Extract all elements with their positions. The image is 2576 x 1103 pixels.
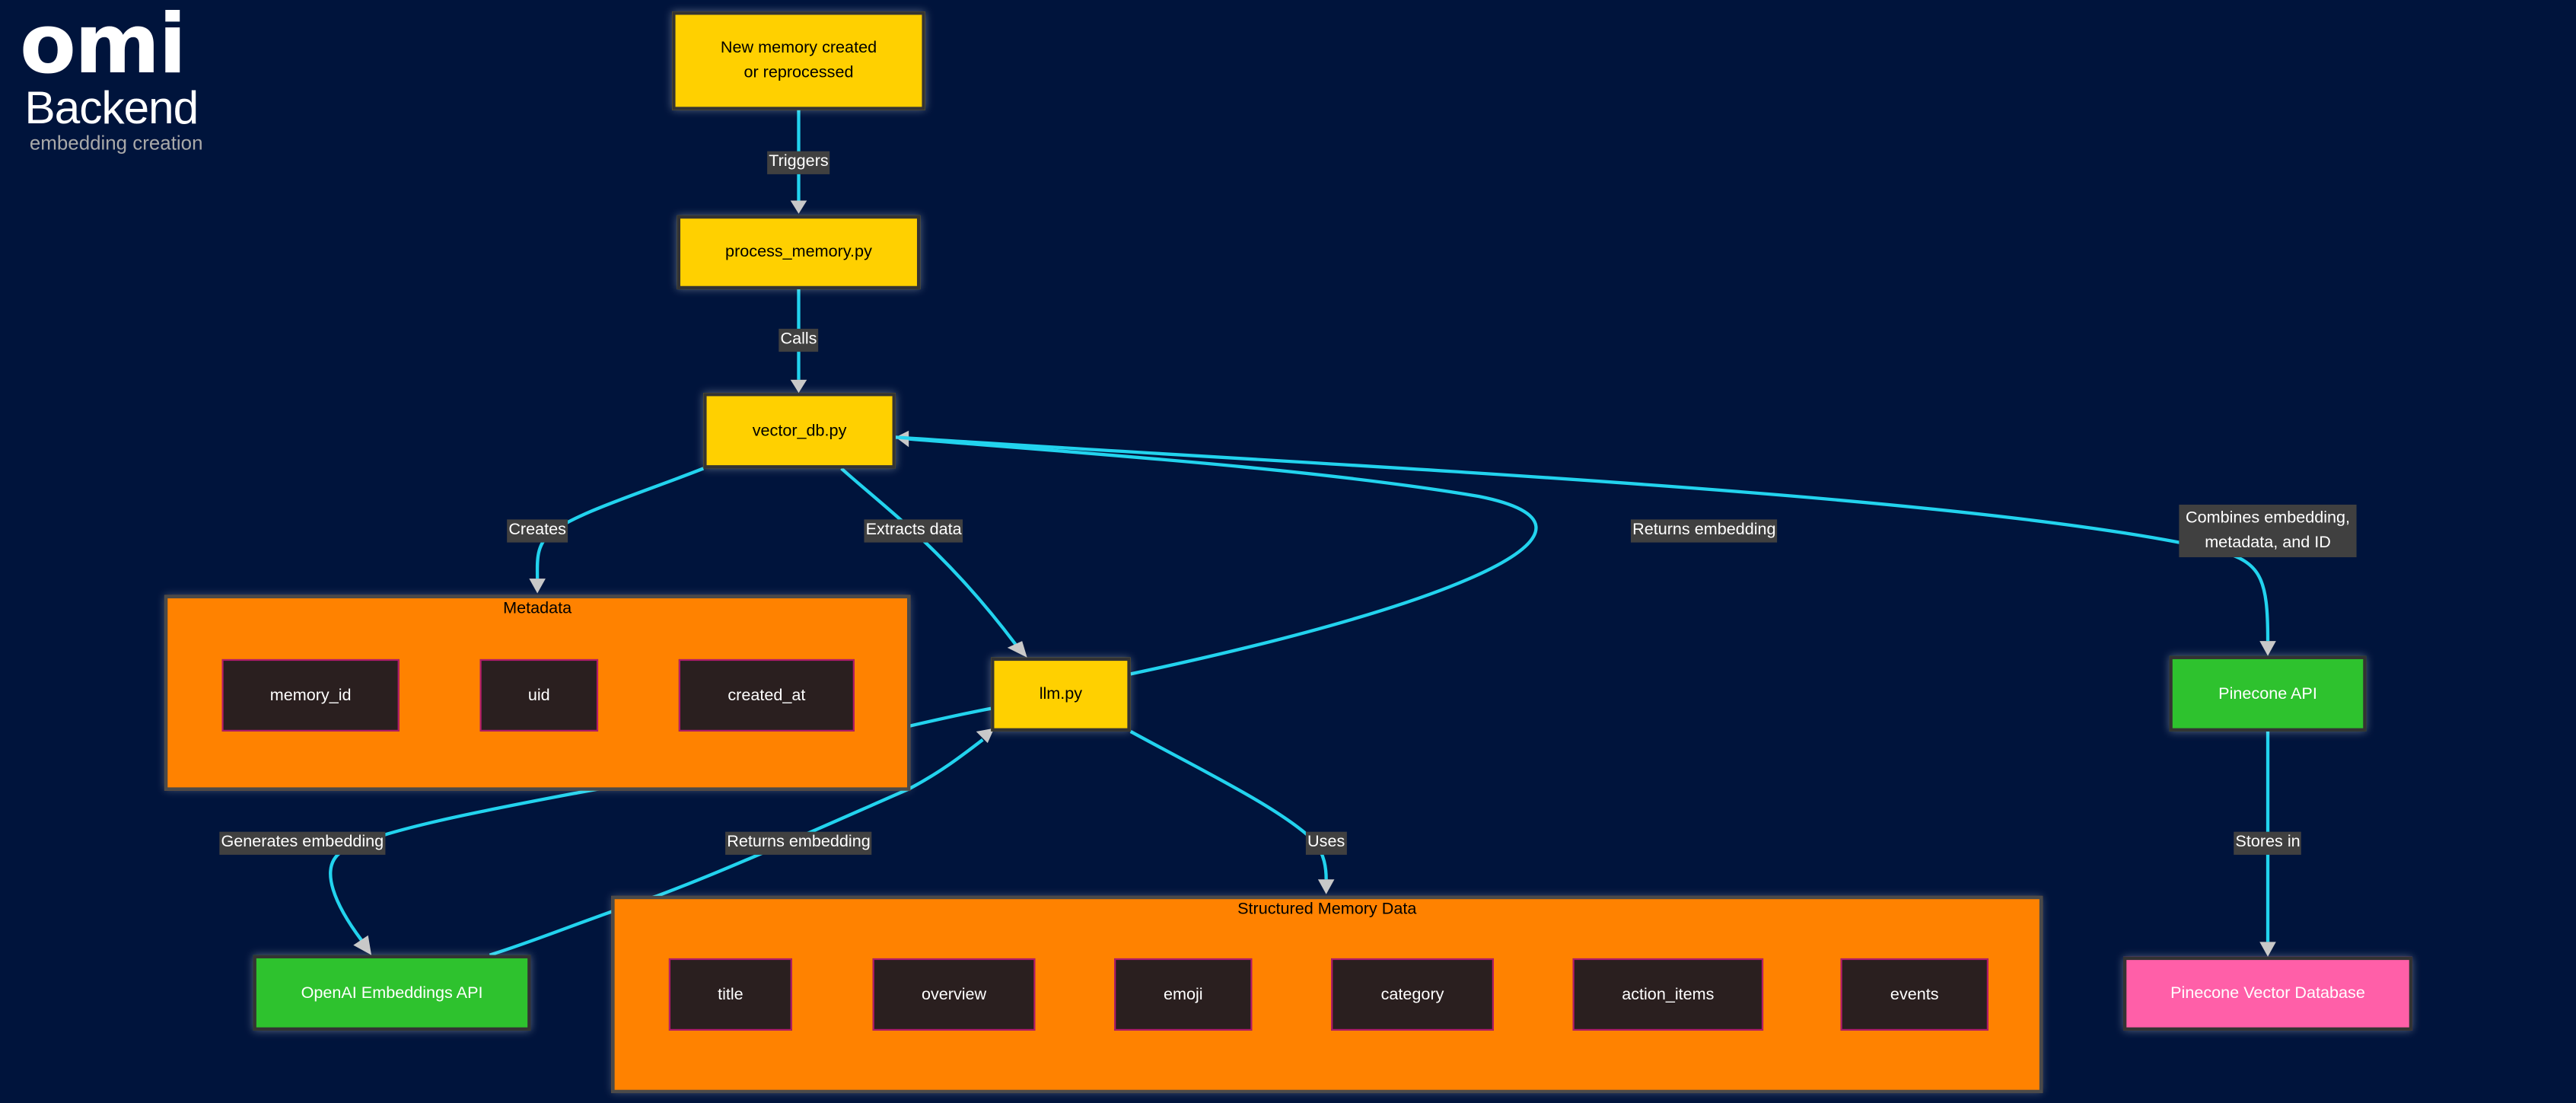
edge-label-returns-embedding-top: Returns embedding <box>1630 519 1778 543</box>
node-new-memory: New memory created or reprocessed <box>672 11 925 110</box>
node-process-memory: process_memory.py <box>677 215 921 290</box>
logo-tagline: embedding creation <box>29 131 203 155</box>
field-overview: overview <box>872 958 1036 1031</box>
node-pinecone-api: Pinecone API <box>2169 655 2367 732</box>
field-uid: uid <box>479 658 599 732</box>
arrowhead-generates-embedding <box>353 935 372 955</box>
edge-label-returns-embedding-bottom: Returns embedding <box>725 831 872 855</box>
arrowhead-creates <box>529 579 546 594</box>
edge-returns-embedding-top <box>908 437 1538 676</box>
arrowhead-stores-in <box>2259 942 2276 957</box>
edge-label-triggers: Triggers <box>767 151 830 174</box>
arrowhead-extracts-data <box>1007 641 1027 658</box>
field-created-at: created_at <box>678 658 855 732</box>
edge-label-calls: Calls <box>779 328 819 352</box>
metadata-group: Metadata memory_id uid created_at <box>164 595 911 791</box>
arrowhead-returns-embedding-bottom <box>976 728 995 744</box>
field-action-items: action_items <box>1572 958 1764 1031</box>
edge-label-extracts-data: Extracts data <box>864 519 963 543</box>
edge-combines <box>895 435 2270 642</box>
edge-returns-embedding-bottom <box>489 738 984 957</box>
node-openai-embeddings-api: OpenAI Embeddings API <box>253 955 531 1031</box>
field-category: category <box>1331 958 1494 1031</box>
edge-label-creates: Creates <box>507 519 568 543</box>
field-events: events <box>1840 958 1989 1031</box>
field-memory-id: memory_id <box>221 658 400 732</box>
field-emoji: emoji <box>1114 958 1253 1031</box>
metadata-group-title: Metadata <box>503 600 572 618</box>
arrowhead-calls <box>790 379 807 394</box>
structured-memory-group-title: Structured Memory Data <box>1237 901 1417 920</box>
logo-product: Backend <box>24 81 199 133</box>
edge-uses <box>1129 730 1328 880</box>
structured-memory-group: Structured Memory Data title overview em… <box>611 895 2043 1094</box>
edge-label-generates-embedding: Generates embedding <box>219 831 386 855</box>
edge-label-stores-in: Stores in <box>2234 831 2302 855</box>
node-vector-db: vector_db.py <box>703 393 896 469</box>
arrowhead-triggers <box>790 200 807 214</box>
edge-label-uses: Uses <box>1305 831 1347 855</box>
arrowhead-uses <box>1317 879 1335 894</box>
node-llm: llm.py <box>991 657 1131 732</box>
edge-label-combines: Combines embedding, metadata, and ID <box>2179 504 2357 558</box>
field-title: title <box>668 958 792 1031</box>
node-pinecone-vector-database: Pinecone Vector Database <box>2122 956 2413 1031</box>
logo-brand: omi <box>19 0 186 92</box>
arrowhead-combines <box>2259 641 2276 656</box>
